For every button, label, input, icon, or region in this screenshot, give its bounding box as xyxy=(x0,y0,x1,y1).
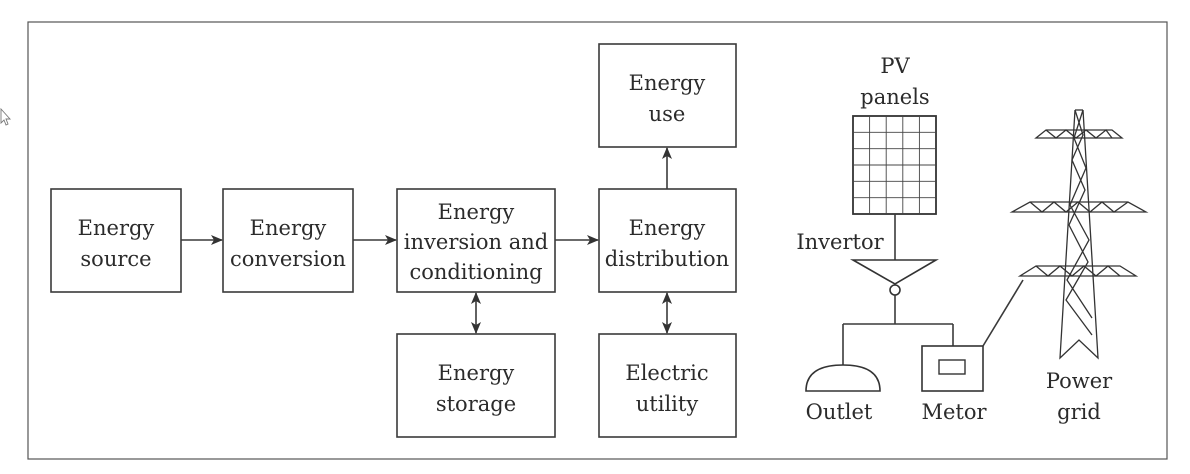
box-energy-storage-line1: Energy xyxy=(438,361,515,385)
box-electric-utility-line2: utility xyxy=(636,392,699,416)
pv-panels-label-line1: PV xyxy=(880,54,910,78)
box-electric-utility: Electric utility xyxy=(598,333,737,438)
box-energy-conversion-line2: conversion xyxy=(230,247,346,271)
pv-panel-icon xyxy=(852,115,937,215)
power-grid-label: Power grid xyxy=(1046,369,1113,424)
box-energy-inversion: Energy inversion and conditioning xyxy=(396,188,556,293)
power-grid-label-line1: Power xyxy=(1046,369,1113,393)
outlet-label: Outlet xyxy=(806,400,873,424)
box-energy-use-line1: Energy xyxy=(629,71,706,95)
meter-to-grid-wire xyxy=(982,279,1024,347)
box-energy-distribution-line1: Energy xyxy=(629,216,706,240)
pv-panels-label: PV panels xyxy=(860,54,929,109)
wiring xyxy=(842,295,954,365)
box-energy-inversion-line3: conditioning xyxy=(409,260,542,284)
box-energy-storage-line2: storage xyxy=(436,392,516,416)
box-energy-source-line1: Energy xyxy=(78,216,155,240)
box-energy-conversion: Energy conversion xyxy=(222,188,354,293)
outlet-icon xyxy=(805,364,881,392)
box-energy-conversion-line1: Energy xyxy=(250,216,327,240)
box-energy-inversion-line2: inversion and xyxy=(404,230,548,254)
box-energy-inversion-line1: Energy xyxy=(438,200,515,224)
invertor-label: Invertor xyxy=(796,230,884,254)
box-energy-distribution: Energy distribution xyxy=(598,188,737,293)
mouse-cursor-icon xyxy=(0,107,12,126)
meter-icon xyxy=(921,345,984,392)
box-energy-distribution-line2: distribution xyxy=(605,247,729,271)
box-energy-storage: Energy storage xyxy=(396,333,556,438)
power-tower-icon xyxy=(1009,109,1149,360)
box-energy-source: Energy source xyxy=(50,188,182,293)
box-energy-source-line2: source xyxy=(80,247,151,271)
box-energy-use: Energy use xyxy=(598,43,737,148)
diagram-frame xyxy=(27,21,1168,460)
meter-label: Metor xyxy=(921,400,987,424)
invertor-icon xyxy=(849,259,939,296)
box-electric-utility-line1: Electric xyxy=(625,361,708,385)
power-grid-label-line2: grid xyxy=(1057,400,1101,424)
pv-panels-label-line2: panels xyxy=(860,85,929,109)
box-energy-use-line2: use xyxy=(649,102,686,126)
